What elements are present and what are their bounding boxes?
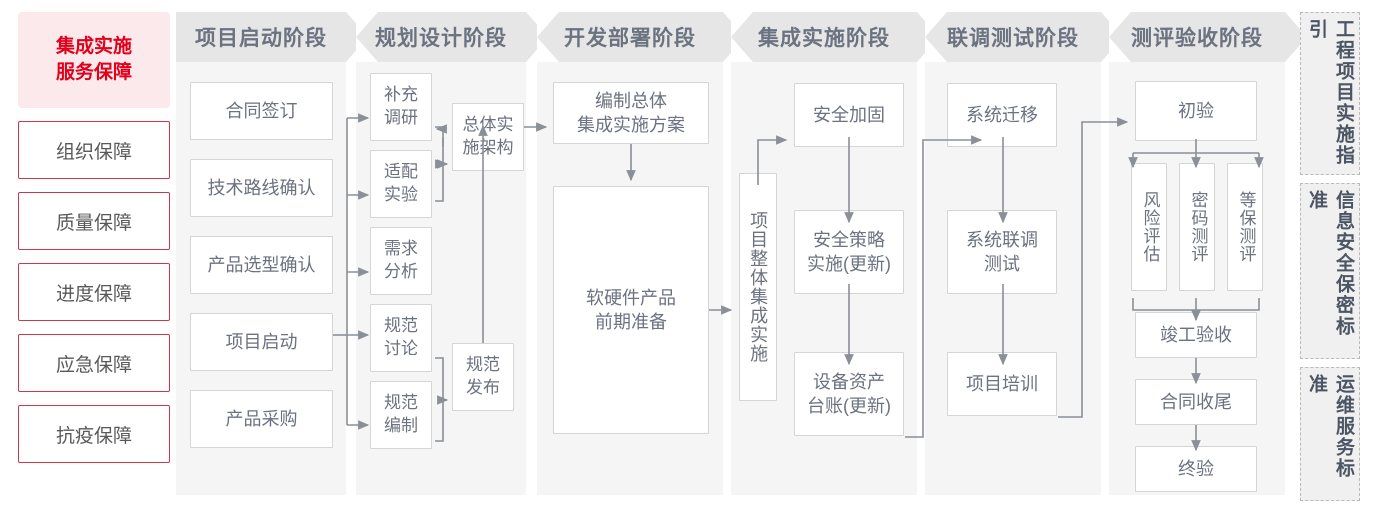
guarantee-title-line1: 集成实施 — [55, 36, 132, 58]
node-overall-integration-plan[interactable]: 编制总体集成实施方案 — [553, 82, 709, 144]
node-label: 终验 — [1178, 458, 1214, 479]
node-label: 规范发布 — [466, 355, 500, 397]
node-spec-discussion[interactable]: 规范讨论 — [370, 304, 432, 372]
node-system-joint-test[interactable]: 系统联调测试 — [947, 210, 1057, 294]
standards-rail: 工程项目实施指引 信息安全保密标准 运维服务标准 — [1300, 12, 1376, 501]
node-label: 设备资产台账(更新) — [807, 371, 891, 416]
node-system-migration[interactable]: 系统迁移 — [947, 83, 1057, 147]
node-label: 规范编制 — [384, 393, 418, 435]
node-adaptation-test[interactable]: 适配实验 — [370, 150, 432, 218]
node-mlps-evaluation[interactable]: 等保测评 — [1227, 163, 1263, 291]
phase-column-development: 开发部署阶段 编制总体集成实施方案 软硬件产品前期准备 — [537, 12, 745, 495]
phase-column-planning: 规划设计阶段 补充调研 适配实验 需求分析 规范讨论 规范编制 总体实施架构 规… — [356, 12, 548, 495]
phase-notch-icon — [731, 12, 753, 62]
phase-header-planning: 规划设计阶段 — [356, 12, 548, 62]
node-spec-drafting[interactable]: 规范编制 — [370, 381, 432, 449]
node-label: 风险评估 — [1140, 191, 1160, 263]
standard-item-engineering-guide[interactable]: 工程项目实施指引 — [1300, 12, 1360, 175]
node-crypto-evaluation[interactable]: 密码测评 — [1179, 163, 1215, 291]
node-label: 软硬件产品前期准备 — [586, 287, 676, 332]
node-label: 系统联调测试 — [966, 229, 1038, 274]
phase-body-planning: 补充调研 适配实验 需求分析 规范讨论 规范编制 总体实施架构 规范发布 — [356, 62, 526, 495]
guarantee-item-quality[interactable]: 质量保障 — [18, 192, 170, 250]
phase-header-label: 规划设计阶段 — [375, 27, 507, 50]
node-label: 规范讨论 — [384, 316, 418, 358]
guarantee-item-epidemic[interactable]: 抗疫保障 — [18, 405, 170, 463]
phase-notch-icon — [1109, 12, 1131, 62]
phase-column-integration: 集成实施阶段 项目整体集成实施 安全加固 安全策略实施(更新) 设备资产台账(更… — [731, 12, 939, 495]
node-tech-route-confirm[interactable]: 技术路线确认 — [190, 159, 333, 217]
phase-header-label: 项目启动阶段 — [195, 27, 327, 50]
phase-header-development: 开发部署阶段 — [537, 12, 745, 62]
node-project-kickoff[interactable]: 项目启动 — [190, 313, 333, 371]
node-security-policy-update[interactable]: 安全策略实施(更新) — [794, 210, 904, 294]
guarantee-item-emergency[interactable]: 应急保障 — [18, 334, 170, 392]
node-product-selection[interactable]: 产品选型确认 — [190, 236, 333, 294]
phase-header-acceptance: 测评验收阶段 — [1109, 12, 1307, 62]
node-label: 密码测评 — [1188, 191, 1208, 263]
phase-body-development: 编制总体集成实施方案 软硬件产品前期准备 — [537, 62, 723, 495]
node-label: 安全加固 — [813, 104, 885, 125]
node-hw-sw-preparation[interactable]: 软硬件产品前期准备 — [553, 186, 709, 434]
phase-header-integration: 集成实施阶段 — [731, 12, 939, 62]
node-overall-project-integration[interactable]: 项目整体集成实施 — [739, 173, 777, 401]
node-label: 项目培训 — [966, 373, 1038, 394]
phase-body-integration: 项目整体集成实施 安全加固 安全策略实施(更新) 设备资产台账(更新) — [731, 62, 917, 495]
phase-header-label: 开发部署阶段 — [564, 27, 696, 50]
phase-notch-icon — [537, 12, 559, 62]
node-label: 合同收尾 — [1160, 391, 1232, 412]
phase-header-label: 联调测试阶段 — [947, 27, 1079, 50]
guarantee-item-organization[interactable]: 组织保障 — [18, 121, 170, 179]
node-contract-signing[interactable]: 合同签订 — [190, 82, 333, 140]
node-label: 安全策略实施(更新) — [807, 229, 891, 274]
phase-column-joint-test: 联调测试阶段 系统迁移 系统联调测试 项目培训 — [925, 12, 1123, 495]
node-label: 系统迁移 — [966, 104, 1038, 125]
node-requirement-analysis[interactable]: 需求分析 — [370, 227, 432, 295]
phase-header-label: 集成实施阶段 — [758, 27, 890, 50]
phase-header-label: 测评验收阶段 — [1131, 27, 1263, 50]
guarantee-item-schedule[interactable]: 进度保障 — [18, 263, 170, 321]
phase-column-startup: 项目启动阶段 合同签订 技术路线确认 产品选型确认 项目启动 产品采购 — [176, 12, 368, 495]
node-completion-acceptance[interactable]: 竣工验收 — [1135, 312, 1257, 358]
node-label: 需求分析 — [384, 239, 418, 281]
node-label: 竣工验收 — [1160, 324, 1232, 345]
guarantee-title: 集成实施 服务保障 — [18, 12, 170, 108]
phase-body-joint-test: 系统迁移 系统联调测试 项目培训 — [925, 62, 1101, 495]
node-label: 编制总体集成实施方案 — [577, 90, 685, 135]
phase-body-acceptance: 初验 风险评估 密码测评 等保测评 竣工验收 合同收尾 终验 — [1109, 62, 1285, 495]
node-spec-release[interactable]: 规范发布 — [452, 343, 514, 411]
node-product-purchase[interactable]: 产品采购 — [190, 390, 333, 448]
node-overall-architecture[interactable]: 总体实施架构 — [452, 103, 524, 171]
phase-body-startup: 合同签订 技术路线确认 产品选型确认 项目启动 产品采购 — [176, 62, 346, 495]
phase-notch-icon — [925, 12, 947, 62]
node-security-hardening[interactable]: 安全加固 — [794, 83, 904, 147]
phase-column-acceptance: 测评验收阶段 初验 风险评估 密码测评 等保测评 竣工验收 合同收尾 终验 — [1109, 12, 1307, 495]
node-final-acceptance[interactable]: 终验 — [1135, 446, 1257, 492]
phase-header-startup: 项目启动阶段 — [176, 12, 368, 62]
node-asset-ledger-update[interactable]: 设备资产台账(更新) — [794, 352, 904, 436]
node-preliminary-acceptance[interactable]: 初验 — [1135, 81, 1257, 141]
node-label: 初验 — [1178, 100, 1214, 121]
node-label: 项目整体集成实施 — [748, 211, 769, 363]
phase-header-joint-test: 联调测试阶段 — [925, 12, 1123, 62]
node-label: 总体实施架构 — [462, 115, 514, 157]
node-label: 等保测评 — [1236, 191, 1256, 263]
standard-item-security-standard[interactable]: 信息安全保密标准 — [1300, 183, 1360, 359]
node-label: 补充调研 — [384, 85, 418, 127]
standard-item-ops-service-standard[interactable]: 运维服务标准 — [1300, 367, 1360, 501]
node-contract-closeout[interactable]: 合同收尾 — [1135, 379, 1257, 425]
node-risk-assessment[interactable]: 风险评估 — [1131, 163, 1167, 291]
node-project-training[interactable]: 项目培训 — [947, 352, 1057, 416]
node-supplementary-research[interactable]: 补充调研 — [370, 73, 432, 141]
guarantee-title-line2: 服务保障 — [55, 62, 132, 83]
node-label: 适配实验 — [384, 162, 418, 204]
guarantee-rail: 集成实施 服务保障 组织保障 质量保障 进度保障 应急保障 抗疫保障 — [18, 12, 170, 463]
